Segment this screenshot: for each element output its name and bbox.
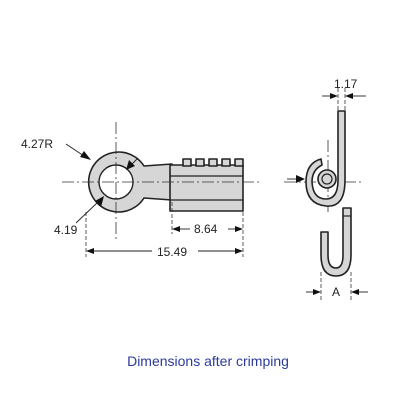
ring-radius-leader	[65, 143, 91, 160]
center-lines	[62, 122, 262, 240]
open-barrel-section	[320, 207, 352, 277]
barrel-width-dimension	[306, 272, 368, 300]
overall-length-label: 15.49	[157, 245, 187, 259]
diagram-caption: Dimensions after crimping	[127, 353, 289, 369]
wire-strands	[317, 169, 337, 189]
end-view-crimped	[284, 110, 364, 215]
barrel-length-dimension	[171, 202, 244, 257]
hole-diameter-leader	[75, 157, 139, 224]
barrel-serrations	[182, 158, 244, 167]
thickness-label: 1.17	[334, 77, 358, 91]
thickness-dimension	[322, 88, 366, 110]
crimp-barrel	[169, 164, 244, 212]
overall-length-dimension	[85, 212, 243, 257]
barrel-width-label: A	[332, 285, 340, 299]
ring-radius-label: 4.27R	[21, 137, 53, 151]
hole-diameter-label: 4.19	[54, 223, 78, 237]
open-barrel-profile	[320, 207, 352, 277]
crimped-barrel-section	[305, 110, 346, 207]
barrel-length-label: 8.64	[194, 222, 218, 236]
